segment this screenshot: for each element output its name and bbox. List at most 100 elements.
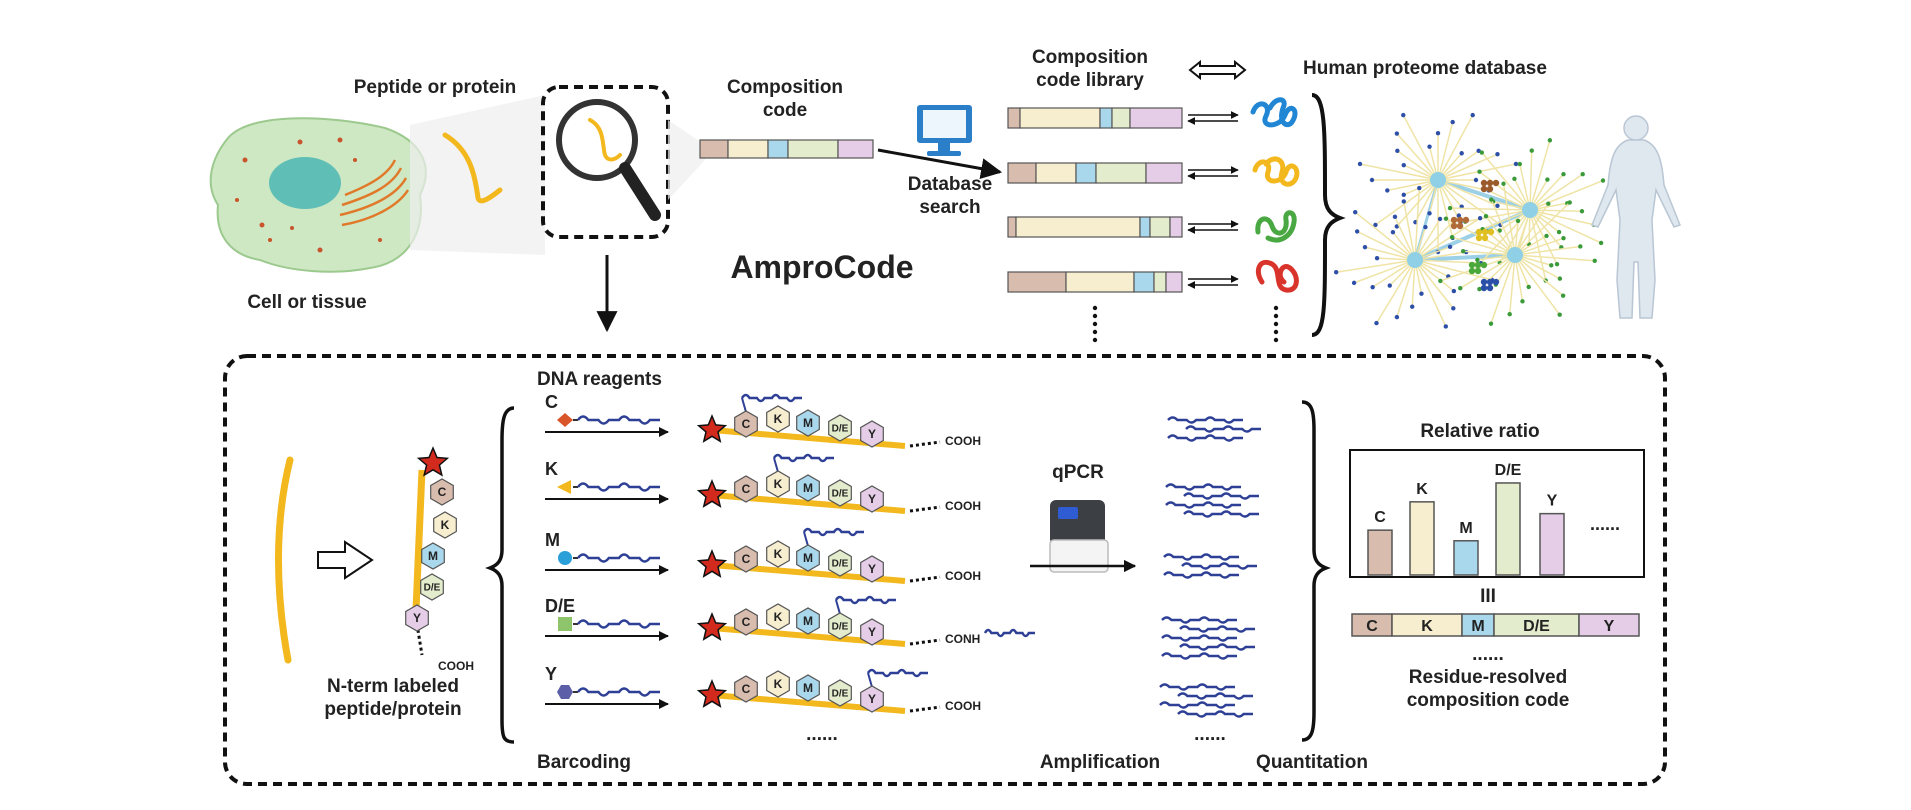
network-cluster <box>1456 216 1464 224</box>
residue-hexagon: Y <box>405 604 429 632</box>
chain-end-label: COOH <box>945 569 981 583</box>
residue-letter: D/E <box>832 559 849 570</box>
amplified-dna <box>1159 416 1261 718</box>
network-leaf <box>1495 203 1500 208</box>
amplified-strand <box>1167 416 1243 424</box>
network-leaf <box>1561 172 1566 177</box>
residue-hexagon: C <box>734 475 758 503</box>
dna-strand <box>577 619 660 629</box>
code-segment <box>1169 216 1183 238</box>
residue-letter: M <box>803 681 813 695</box>
protein-blob-red <box>1255 260 1299 293</box>
residue-hexagon: K <box>766 405 790 433</box>
network-leaf <box>1423 224 1428 230</box>
cell-illustration <box>209 117 427 273</box>
code-segment <box>1139 216 1151 238</box>
residue-hexagon: D/E <box>828 479 852 507</box>
dna-strand <box>577 482 661 492</box>
library-brace <box>1311 93 1346 337</box>
residue-hexagon: K <box>766 470 790 498</box>
peptide-strand-bottom <box>274 456 294 664</box>
amplified-strand <box>1185 425 1261 433</box>
attached-barcode <box>834 595 896 605</box>
peptide-strand <box>442 132 503 204</box>
residue-letter: M <box>428 549 438 563</box>
network-leaf <box>1449 234 1455 240</box>
network-leaf <box>1477 169 1482 174</box>
network-cluster <box>1456 222 1464 230</box>
proteome-network <box>1333 112 1606 329</box>
network-leaf <box>1438 278 1443 284</box>
network-cluster <box>1474 261 1482 269</box>
chain-end-label: COOH <box>945 699 981 713</box>
residue-letter: C <box>742 417 751 431</box>
bar-label: Y <box>1547 493 1558 510</box>
code-segment <box>1075 162 1097 184</box>
composition-code-label-1: Composition <box>727 77 843 98</box>
nterm-label-1: N-term labeled <box>327 676 459 697</box>
network-leaf <box>1483 213 1489 219</box>
dna-reagent-Y: Y <box>545 664 669 709</box>
cell-label: Cell or tissue <box>247 292 366 313</box>
network-leaf <box>1392 214 1398 220</box>
network-leaf <box>1394 314 1400 320</box>
network-leaf <box>1512 176 1517 182</box>
network-leaf <box>1401 192 1406 198</box>
network-leaf <box>1561 235 1566 241</box>
triangle-icon <box>557 480 571 494</box>
network-leaf <box>1580 172 1585 177</box>
bar-C <box>1367 529 1393 576</box>
network-cluster <box>1462 216 1470 224</box>
network-leaf <box>1460 249 1466 254</box>
star-label-icon <box>696 679 728 708</box>
network-hub <box>1507 247 1523 263</box>
amprocode-title: AmproCode <box>730 249 913 285</box>
residue-letter: D/E <box>832 689 849 700</box>
network-leaf <box>1394 224 1400 229</box>
network-hub <box>1407 252 1423 268</box>
network-cluster <box>1480 284 1488 292</box>
bar-Y <box>1539 512 1565 576</box>
reagent-label: Y <box>545 664 557 684</box>
residue-letter: Y <box>868 562 876 576</box>
network-leaf <box>1579 209 1585 214</box>
attached-barcode <box>772 453 834 463</box>
code-cell-label: M <box>1471 618 1484 635</box>
network-leaf <box>1443 324 1448 329</box>
amplified-strand <box>1165 501 1241 509</box>
amplified-strand <box>1159 701 1235 709</box>
code-segment <box>1007 271 1067 293</box>
residue-hexagon: Y <box>860 618 884 646</box>
amplified-cluster <box>1159 683 1253 718</box>
chain-end-label: CONH <box>945 632 980 646</box>
library-bar <box>1007 107 1183 129</box>
network-leaf <box>1401 199 1406 204</box>
attached-barcode <box>740 393 802 403</box>
dna-reagent-DE: D/E <box>545 596 669 641</box>
residue-letter: C <box>742 552 751 566</box>
circle-icon <box>558 551 572 565</box>
residue-letter: Y <box>868 427 876 441</box>
amplified-strand <box>1163 571 1239 579</box>
quantitation-label: Quantitation <box>1256 752 1368 773</box>
amplified-strand <box>1177 692 1253 700</box>
star-label-icon <box>696 549 728 578</box>
residue-hexagon: D/E <box>828 549 852 577</box>
code-segment <box>1133 271 1155 293</box>
network-leaf <box>1475 257 1480 263</box>
network-cluster <box>1450 222 1458 230</box>
network-leaf <box>1374 320 1379 326</box>
magnifier-icon <box>556 99 661 221</box>
network-leaf <box>1473 177 1479 183</box>
network-leaf <box>1592 258 1597 263</box>
network-cluster <box>1492 278 1500 286</box>
residue-letter: K <box>774 412 783 426</box>
residue-letter: Y <box>868 692 876 706</box>
code-segment <box>1007 162 1037 184</box>
network-leaf <box>1451 306 1456 311</box>
bar-DE <box>1495 482 1521 576</box>
network-leaf <box>1417 185 1422 191</box>
amplified-strand <box>1177 710 1253 718</box>
network-leaf <box>1495 152 1500 157</box>
